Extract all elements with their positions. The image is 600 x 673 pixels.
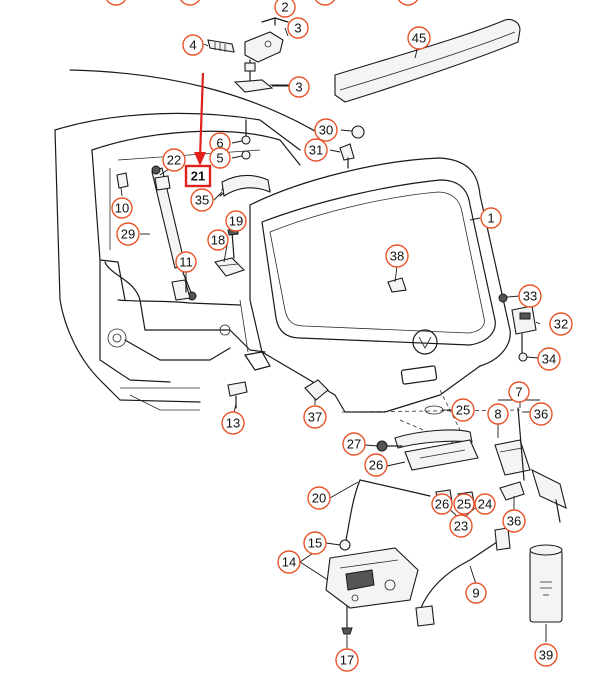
gas-strut-part-21	[151, 165, 197, 301]
callout-36: 36	[502, 509, 526, 533]
callout-35: 35	[190, 188, 214, 212]
svg-text:20: 20	[312, 491, 326, 506]
svg-text:26: 26	[369, 458, 383, 473]
svg-text:38: 38	[390, 249, 404, 264]
callout-8: 8	[487, 403, 509, 425]
callout-29: 29	[116, 222, 140, 246]
svg-text:34: 34	[542, 352, 556, 367]
callout-37: 37	[303, 405, 327, 429]
callout-30: 30	[314, 118, 338, 142]
callout-33: 33	[518, 284, 542, 308]
callout-32: 32	[549, 312, 573, 336]
callout-17: 17	[335, 648, 359, 672]
svg-text:36: 36	[507, 514, 521, 529]
callout-6: 6	[209, 132, 231, 154]
highlight-arrow	[194, 72, 206, 166]
callout-45: 45	[407, 26, 431, 50]
svg-text:4: 4	[189, 38, 196, 53]
svg-text:1: 1	[487, 211, 494, 226]
svg-text:36: 36	[534, 407, 548, 422]
svg-text:25: 25	[456, 403, 470, 418]
svg-text:11: 11	[179, 255, 193, 270]
misc-small-parts	[116, 119, 537, 409]
callout-34: 34	[537, 347, 561, 371]
callout-15: 15	[303, 531, 327, 555]
callout-4: 4	[182, 34, 204, 56]
svg-text:23: 23	[454, 519, 468, 534]
callout-18: 18	[207, 229, 229, 251]
callout-11: 11	[175, 251, 197, 273]
svg-text:2: 2	[281, 0, 288, 15]
tailgate-panel	[249, 157, 521, 451]
callout-20: 20	[307, 486, 331, 510]
vehicle-body-outline	[54, 69, 331, 411]
svg-text:14: 14	[282, 555, 296, 570]
callout-7: 7	[508, 381, 530, 403]
svg-text:22: 22	[167, 153, 181, 168]
callout-25: 25	[451, 398, 475, 422]
svg-text:8: 8	[494, 407, 501, 422]
callout-23: 23	[449, 514, 473, 538]
svg-text:37: 37	[308, 410, 322, 425]
callout-22: 22	[162, 148, 186, 172]
svg-text:3: 3	[294, 21, 301, 36]
callout-top-4	[397, 0, 419, 6]
callout-38: 38	[385, 244, 409, 268]
callout-top-3	[314, 0, 336, 6]
callout-13: 13	[221, 411, 245, 435]
spray-canister	[529, 544, 563, 623]
svg-text:33: 33	[523, 289, 537, 304]
callout-36: 36	[529, 402, 553, 426]
callout-19: 19	[225, 210, 247, 232]
svg-text:3: 3	[295, 80, 302, 95]
callout-top-1	[105, 0, 127, 6]
svg-text:35: 35	[195, 193, 209, 208]
svg-text:32: 32	[554, 317, 568, 332]
svg-text:21: 21	[191, 169, 205, 184]
svg-text:31: 31	[309, 143, 323, 158]
svg-text:5: 5	[216, 151, 223, 166]
callout-21-highlighted: 21	[184, 164, 212, 188]
svg-text:10: 10	[115, 201, 129, 216]
callout-10: 10	[111, 197, 133, 219]
callout-39: 39	[534, 643, 558, 667]
callout-9: 9	[465, 582, 487, 604]
leader-lines	[120, 27, 547, 648]
callout-24: 24	[474, 493, 496, 515]
svg-text:15: 15	[308, 536, 322, 551]
callout-1: 1	[480, 207, 502, 229]
svg-text:26: 26	[435, 497, 449, 512]
svg-text:9: 9	[472, 586, 479, 601]
callout-2: 2	[274, 0, 296, 18]
svg-text:45: 45	[412, 31, 426, 46]
callout-26: 26	[431, 493, 453, 515]
callout-26: 26	[364, 453, 388, 477]
svg-text:17: 17	[340, 653, 354, 668]
callout-3: 3	[287, 17, 309, 39]
hinge-assembly	[203, 17, 290, 93]
svg-text:19: 19	[229, 214, 243, 229]
callout-14: 14	[277, 550, 301, 574]
callout-31: 31	[304, 138, 328, 162]
svg-text:24: 24	[478, 497, 492, 512]
svg-text:39: 39	[539, 648, 553, 663]
svg-text:25: 25	[457, 497, 471, 512]
callout-3: 3	[288, 76, 310, 98]
svg-text:29: 29	[121, 227, 135, 242]
svg-text:30: 30	[319, 123, 333, 138]
svg-text:18: 18	[211, 233, 225, 248]
svg-text:27: 27	[347, 437, 361, 452]
callouts: 2 3 4 3 45 6 5 30 31 22 21 35 10 29 19 1…	[105, 0, 573, 672]
callout-27: 27	[342, 432, 366, 456]
latch-assembly	[325, 527, 511, 650]
handle-lock-assembly	[345, 405, 567, 541]
callout-25: 25	[453, 493, 475, 515]
svg-text:7: 7	[515, 385, 522, 400]
callout-5: 5	[209, 147, 231, 169]
svg-text:6: 6	[216, 136, 223, 151]
callout-top-2	[179, 0, 201, 6]
svg-text:13: 13	[226, 416, 240, 431]
